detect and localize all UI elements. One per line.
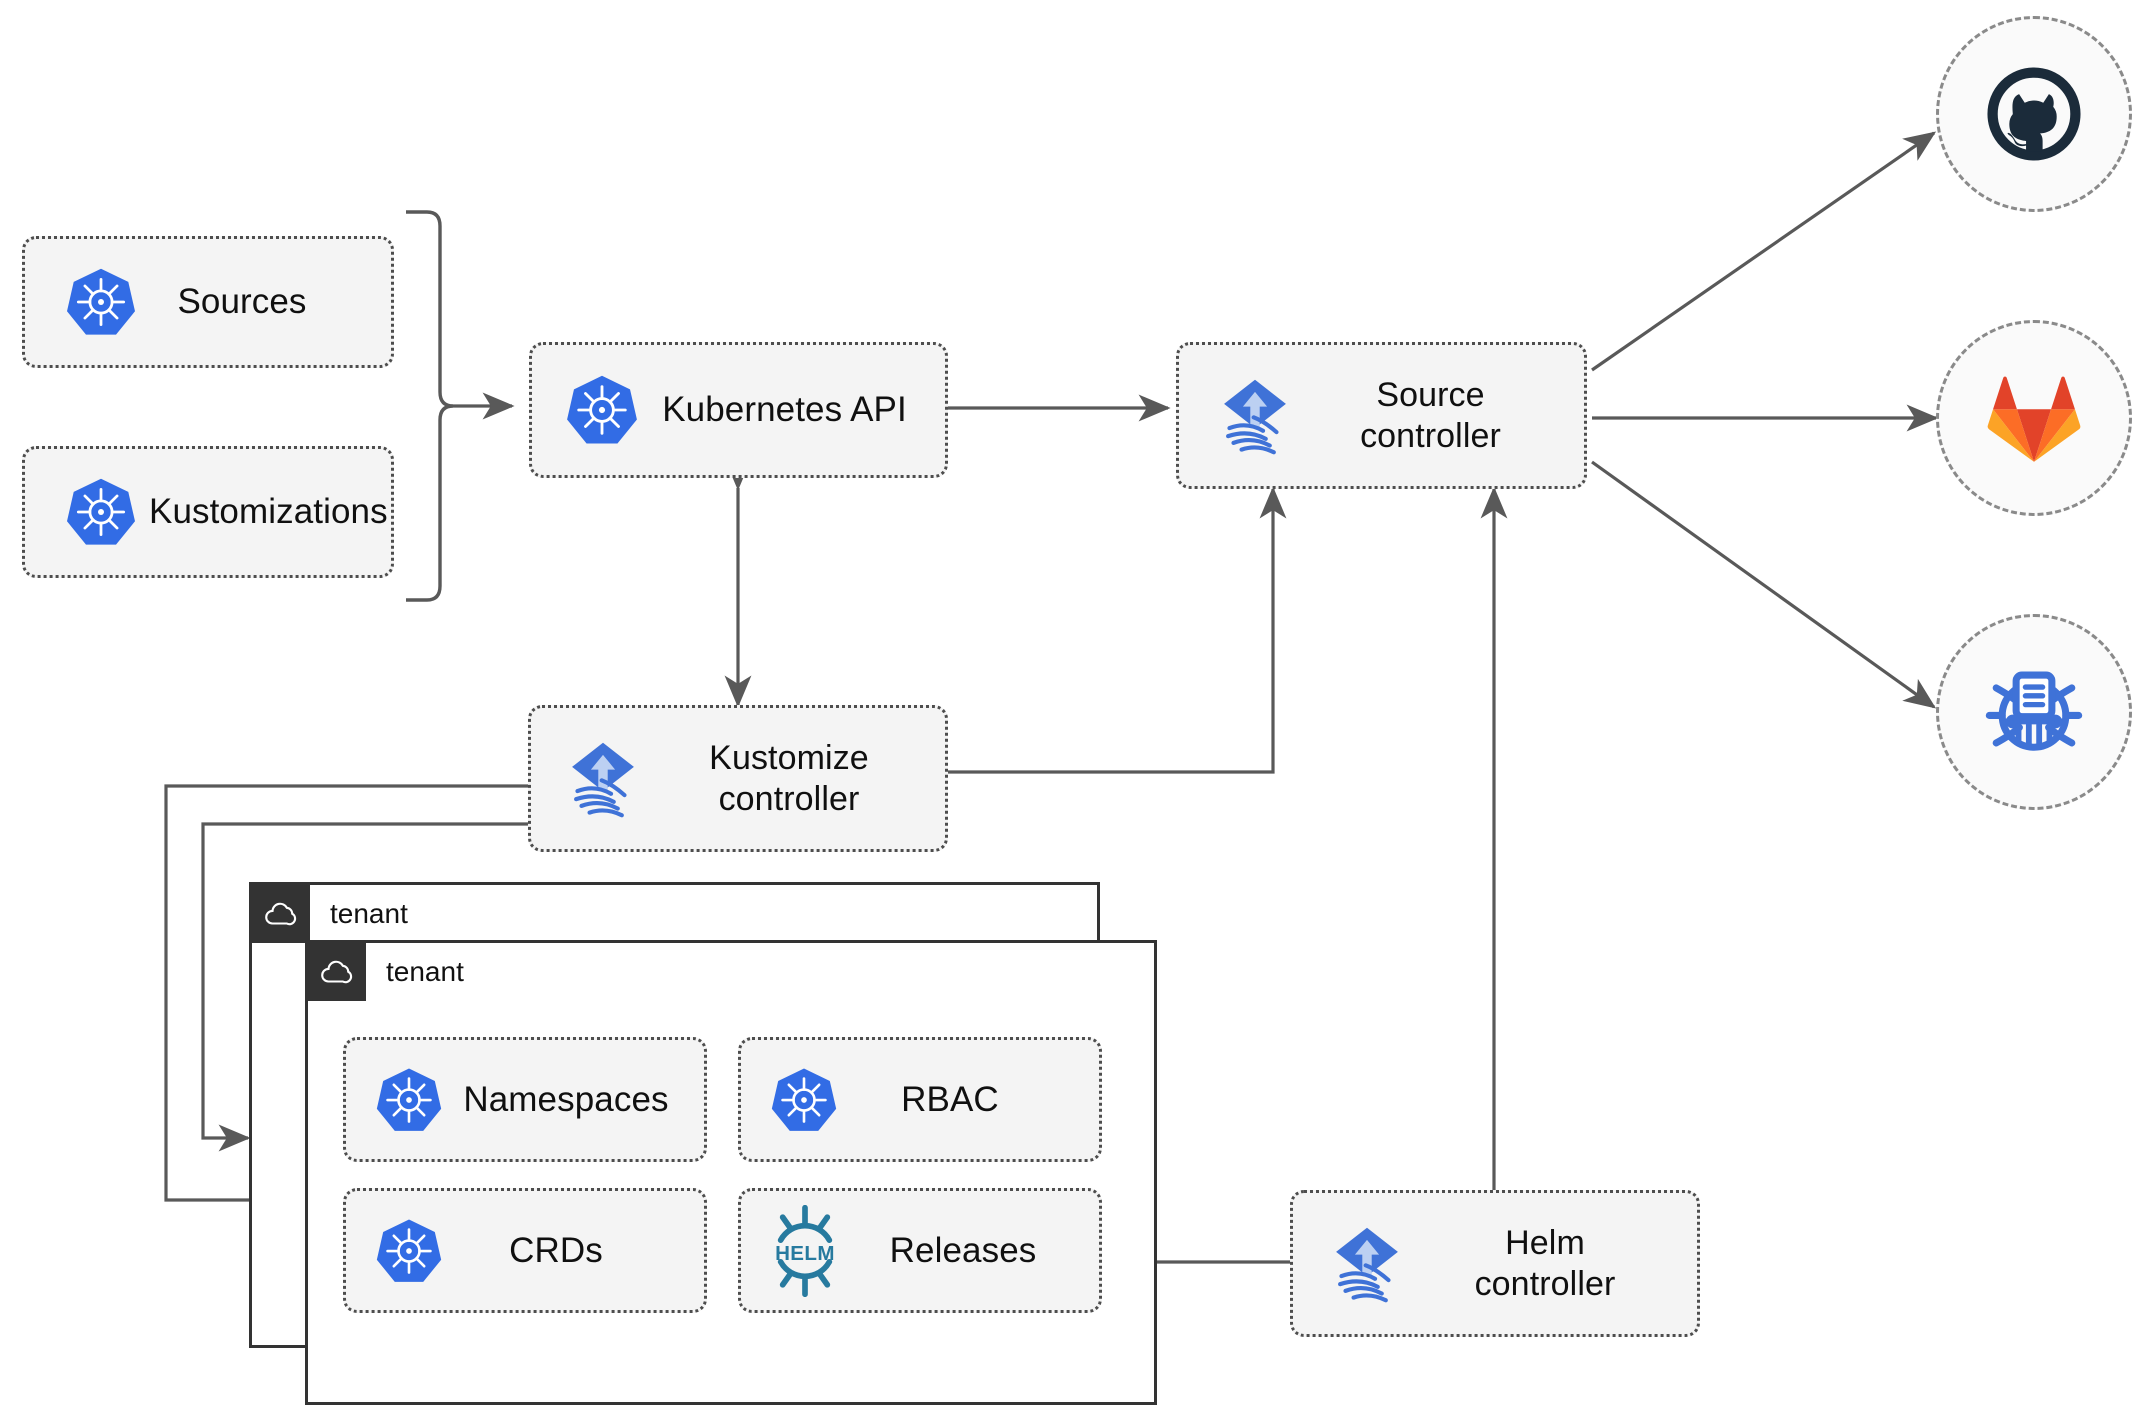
- node-rbac[interactable]: RBAC: [738, 1037, 1102, 1162]
- label-line-2: controller: [1474, 1264, 1616, 1303]
- edge-source-controller-to-registry: [1591, 460, 1937, 709]
- gitlab-icon: [1987, 376, 2081, 462]
- node-kustomizations[interactable]: Kustomizations: [22, 446, 394, 578]
- node-releases[interactable]: HELM Releases: [738, 1188, 1102, 1313]
- node-crds-label: CRDs: [509, 1230, 603, 1270]
- flux-icon: [1203, 373, 1307, 459]
- node-releases-label: Releases: [889, 1230, 1037, 1270]
- flux-icon: [551, 736, 655, 822]
- node-helm-controller[interactable]: Helm controller: [1290, 1190, 1700, 1337]
- node-kustomizations-label: Kustomizations: [149, 492, 388, 532]
- node-namespaces[interactable]: Namespaces: [343, 1037, 707, 1162]
- kubernetes-icon: [53, 265, 149, 339]
- tenant-front[interactable]: tenant: [305, 940, 1157, 1405]
- tenant-back-label: tenant: [330, 898, 408, 929]
- kubernetes-icon: [556, 372, 648, 448]
- cloud-icon: [308, 943, 366, 1001]
- kubernetes-icon: [368, 1216, 450, 1286]
- node-crds[interactable]: CRDs: [343, 1188, 707, 1313]
- registry-icon: [1985, 671, 2083, 751]
- edge-source-controller-to-github: [1591, 131, 1937, 372]
- node-source-controller-label: Source controller: [1307, 375, 1584, 455]
- node-kubernetes-api-label: Kubernetes API: [662, 390, 907, 430]
- node-kustomize-controller-label: Kustomize controller: [655, 738, 945, 818]
- node-namespaces-label: Namespaces: [463, 1079, 669, 1119]
- node-helm-controller-label: Helm controller: [1419, 1223, 1697, 1303]
- flux-icon: [1315, 1221, 1419, 1307]
- edge-brace-resources: [406, 210, 454, 602]
- node-registry[interactable]: [1936, 614, 2132, 810]
- kubernetes-icon: [53, 475, 149, 549]
- node-gitlab[interactable]: [1936, 320, 2132, 516]
- node-github[interactable]: [1936, 16, 2132, 212]
- cloud-icon: [252, 885, 310, 943]
- node-source-controller[interactable]: Source controller: [1176, 342, 1587, 489]
- edge-kustomize-controller-to-tenant-front: [201, 822, 528, 1152]
- kubernetes-icon: [368, 1065, 450, 1135]
- helm-icon: HELM: [759, 1204, 851, 1297]
- node-kubernetes-api[interactable]: Kubernetes API: [529, 342, 948, 478]
- node-sources[interactable]: Sources: [22, 236, 394, 368]
- node-kustomize-controller[interactable]: Kustomize controller: [528, 705, 948, 852]
- label-line-1: Source: [1376, 376, 1485, 415]
- node-rbac-label: RBAC: [901, 1079, 999, 1119]
- edge-kustomize-controller-to-source-controller: [948, 486, 1287, 774]
- tenant-front-header: tenant: [308, 943, 464, 1001]
- label-line-2: controller: [1360, 416, 1501, 455]
- kubernetes-icon: [763, 1065, 845, 1135]
- label-line-2: controller: [718, 779, 860, 818]
- label-line-1: Helm: [1505, 1224, 1585, 1263]
- label-line-1: Kustomize: [709, 739, 869, 778]
- tenant-back-header: tenant: [252, 885, 408, 943]
- helm-wordmark: HELM: [775, 1241, 835, 1264]
- node-sources-label: Sources: [177, 282, 307, 322]
- github-icon: [1987, 67, 2081, 161]
- tenant-front-label: tenant: [386, 956, 464, 987]
- edge-kustomize-controller-to-tenant-back: [164, 784, 528, 1214]
